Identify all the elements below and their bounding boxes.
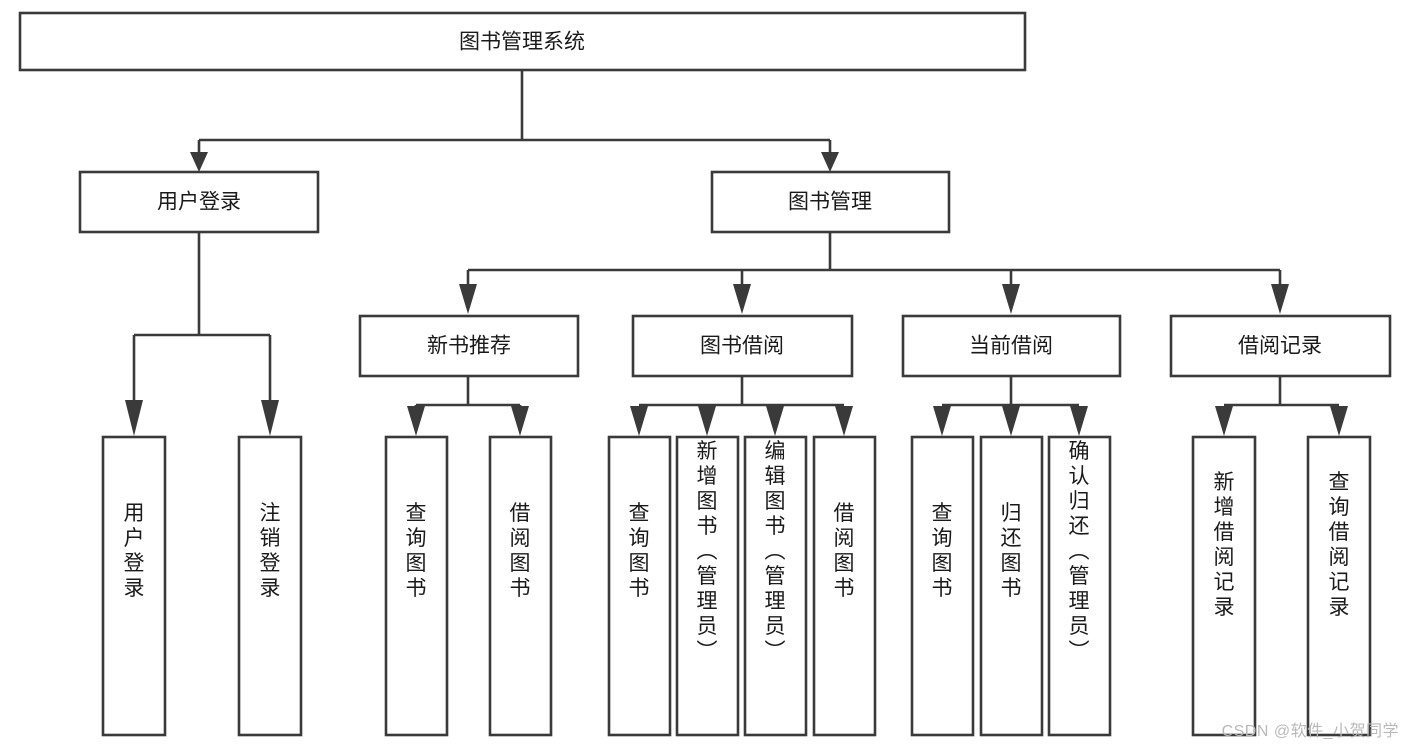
node-leaf-user-logout-label: 注销登录 [260, 502, 281, 600]
node-current-borrow-label: 当前借阅 [969, 335, 1053, 358]
node-leaf-user-logout-box[interactable] [237, 435, 303, 737]
node-leaf-query-book-3-box[interactable] [910, 435, 975, 737]
node-book-management-box[interactable] [710, 170, 951, 234]
node-user-login[interactable]: 用户登录 [78, 170, 320, 234]
node-leaf-add-record-label: 新增借阅记录 [1214, 471, 1235, 619]
arrow-head-leaf-edit-book [766, 406, 784, 436]
node-leaf-confirm-return-box[interactable] [1047, 435, 1112, 737]
node-leaf-add-book-box[interactable] [675, 435, 740, 737]
node-leaf-borrow-book-1-box[interactable] [488, 435, 553, 737]
node-leaf-query-book-3[interactable]: 查询图书 [910, 435, 975, 737]
arrow-head-leaf-query-book-2 [630, 406, 648, 436]
node-new-book-recommend-label: 新书推荐 [427, 335, 511, 358]
node-leaf-add-record[interactable]: 新增借阅记录 [1191, 435, 1257, 737]
node-leaf-user-logout[interactable]: 注销登录 [237, 435, 303, 737]
node-leaf-query-book-1-label: 查询图书 [406, 502, 427, 600]
node-book-management-label: 图书管理 [788, 191, 872, 214]
node-leaf-query-book-2[interactable]: 查询图书 [607, 435, 672, 737]
edge-layer [125, 70, 1348, 436]
arrow-head-leaf-query-book-3 [933, 406, 951, 436]
node-leaf-borrow-book-2-label: 借阅图书 [834, 502, 855, 600]
node-new-book-recommend[interactable]: 新书推荐 [358, 314, 580, 378]
node-leaf-user-login-label: 用户登录 [124, 502, 145, 600]
node-borrow-record[interactable]: 借阅记录 [1169, 314, 1392, 378]
node-leaf-edit-book-label: 编辑图书︵管理员︶ [765, 440, 786, 663]
node-leaf-return-book[interactable]: 归还图书 [979, 435, 1044, 737]
node-root-box[interactable] [18, 11, 1027, 72]
node-leaf-query-record[interactable]: 查询借阅记录 [1306, 435, 1372, 737]
node-user-login-label: 用户登录 [157, 191, 241, 214]
node-leaf-user-login[interactable]: 用户登录 [101, 435, 167, 737]
node-leaf-add-book[interactable]: 新增图书︵管理员︶ [675, 435, 740, 737]
node-new-book-recommend-box[interactable] [358, 314, 580, 378]
node-leaf-borrow-book-2-box[interactable] [812, 435, 877, 737]
node-leaf-query-book-1[interactable]: 查询图书 [384, 435, 449, 737]
node-root[interactable]: 图书管理系统 [18, 11, 1027, 72]
arrow-head-new-book-recommend [459, 284, 477, 314]
node-borrow-record-label: 借阅记录 [1238, 335, 1322, 358]
node-leaf-return-book-box[interactable] [979, 435, 1044, 737]
arrow-head-borrow-record [1271, 284, 1289, 314]
node-leaf-confirm-return[interactable]: 确认归还︵管理员︶ [1047, 435, 1112, 737]
arrow-head-leaf-confirm-return [1070, 406, 1088, 436]
node-leaf-borrow-book-2[interactable]: 借阅图书 [812, 435, 877, 737]
node-user-login-box[interactable] [78, 170, 320, 234]
node-leaf-user-login-box[interactable] [101, 435, 167, 737]
arrow-head-leaf-borrow-book-1 [511, 406, 529, 436]
node-current-borrow-box[interactable] [901, 314, 1122, 378]
arrow-head-book-borrow [733, 284, 751, 314]
node-book-borrow-label: 图书借阅 [700, 335, 784, 358]
arrow-head-leaf-query-record [1330, 406, 1348, 436]
node-leaf-borrow-book-1[interactable]: 借阅图书 [488, 435, 553, 737]
node-book-borrow-box[interactable] [631, 314, 854, 378]
node-current-borrow[interactable]: 当前借阅 [901, 314, 1122, 378]
node-leaf-edit-book-box[interactable] [743, 435, 808, 737]
node-leaf-query-record-box[interactable] [1306, 435, 1372, 737]
arrow-head-leaf-user-logout [261, 400, 279, 436]
node-borrow-record-box[interactable] [1169, 314, 1392, 378]
node-leaf-confirm-return-label: 确认归还︵管理员︶ [1069, 440, 1090, 663]
node-leaf-return-book-label: 归还图书 [1001, 502, 1022, 600]
node-leaf-query-book-1-box[interactable] [384, 435, 449, 737]
node-book-borrow[interactable]: 图书借阅 [631, 314, 854, 378]
node-leaf-borrow-book-1-label: 借阅图书 [510, 502, 531, 600]
node-book-management[interactable]: 图书管理 [710, 170, 951, 234]
arrow-head-leaf-add-record [1215, 406, 1233, 436]
node-leaf-add-book-label: 新增图书︵管理员︶ [697, 440, 718, 663]
node-leaf-query-record-label: 查询借阅记录 [1329, 471, 1350, 619]
arrow-head-leaf-query-book-1 [407, 406, 425, 436]
arrow-head-leaf-return-book [1002, 406, 1020, 436]
node-root-label: 图书管理系统 [459, 31, 585, 54]
arrow-head-user-login [190, 152, 208, 172]
node-leaf-query-book-2-label: 查询图书 [629, 502, 650, 600]
node-leaf-add-record-box[interactable] [1191, 435, 1257, 737]
node-leaf-edit-book[interactable]: 编辑图书︵管理员︶ [743, 435, 808, 737]
node-leaf-query-book-3-label: 查询图书 [932, 502, 953, 600]
arrow-head-leaf-user-login [125, 400, 143, 436]
node-leaf-query-book-2-box[interactable] [607, 435, 672, 737]
arrow-head-current-borrow [1002, 284, 1020, 314]
arrow-head-leaf-borrow-book-2 [835, 406, 853, 436]
arrow-head-book-management [821, 152, 839, 172]
arrow-head-leaf-add-book [698, 406, 716, 436]
